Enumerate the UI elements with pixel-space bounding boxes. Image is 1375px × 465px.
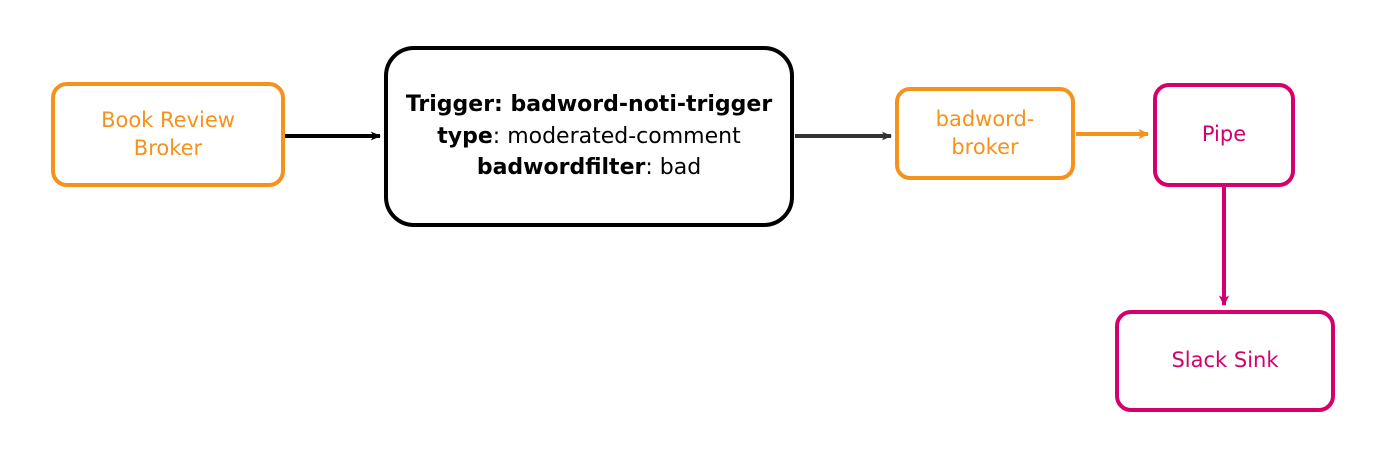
trigger-line-3: badwordfilter: bad (477, 152, 701, 184)
edges-layer (285, 128, 1230, 307)
node-pipe[interactable] (1153, 83, 1295, 187)
trigger-line-2-key: type (437, 123, 493, 149)
nodes-layer (51, 46, 1335, 412)
node-label-badword-noti-trigger: Trigger: badword-noti-trigger type: mode… (386, 48, 792, 225)
node-book-review-broker[interactable] (51, 82, 285, 187)
trigger-line-1: Trigger: badword-noti-trigger (406, 89, 772, 121)
trigger-line-2: type: moderated-comment (437, 121, 740, 153)
trigger-line-1-value: badword-noti-trigger (502, 91, 773, 117)
trigger-line-2-value: : moderated-comment (492, 123, 741, 149)
node-badword-noti-trigger[interactable] (384, 46, 794, 227)
trigger-line-3-value: : bad (645, 155, 702, 181)
trigger-line-3-key: badwordfilter (476, 155, 646, 181)
node-badword-broker[interactable] (895, 87, 1075, 180)
trigger-line-1-key: Trigger: (405, 91, 503, 117)
node-slack-sink[interactable] (1115, 310, 1335, 412)
